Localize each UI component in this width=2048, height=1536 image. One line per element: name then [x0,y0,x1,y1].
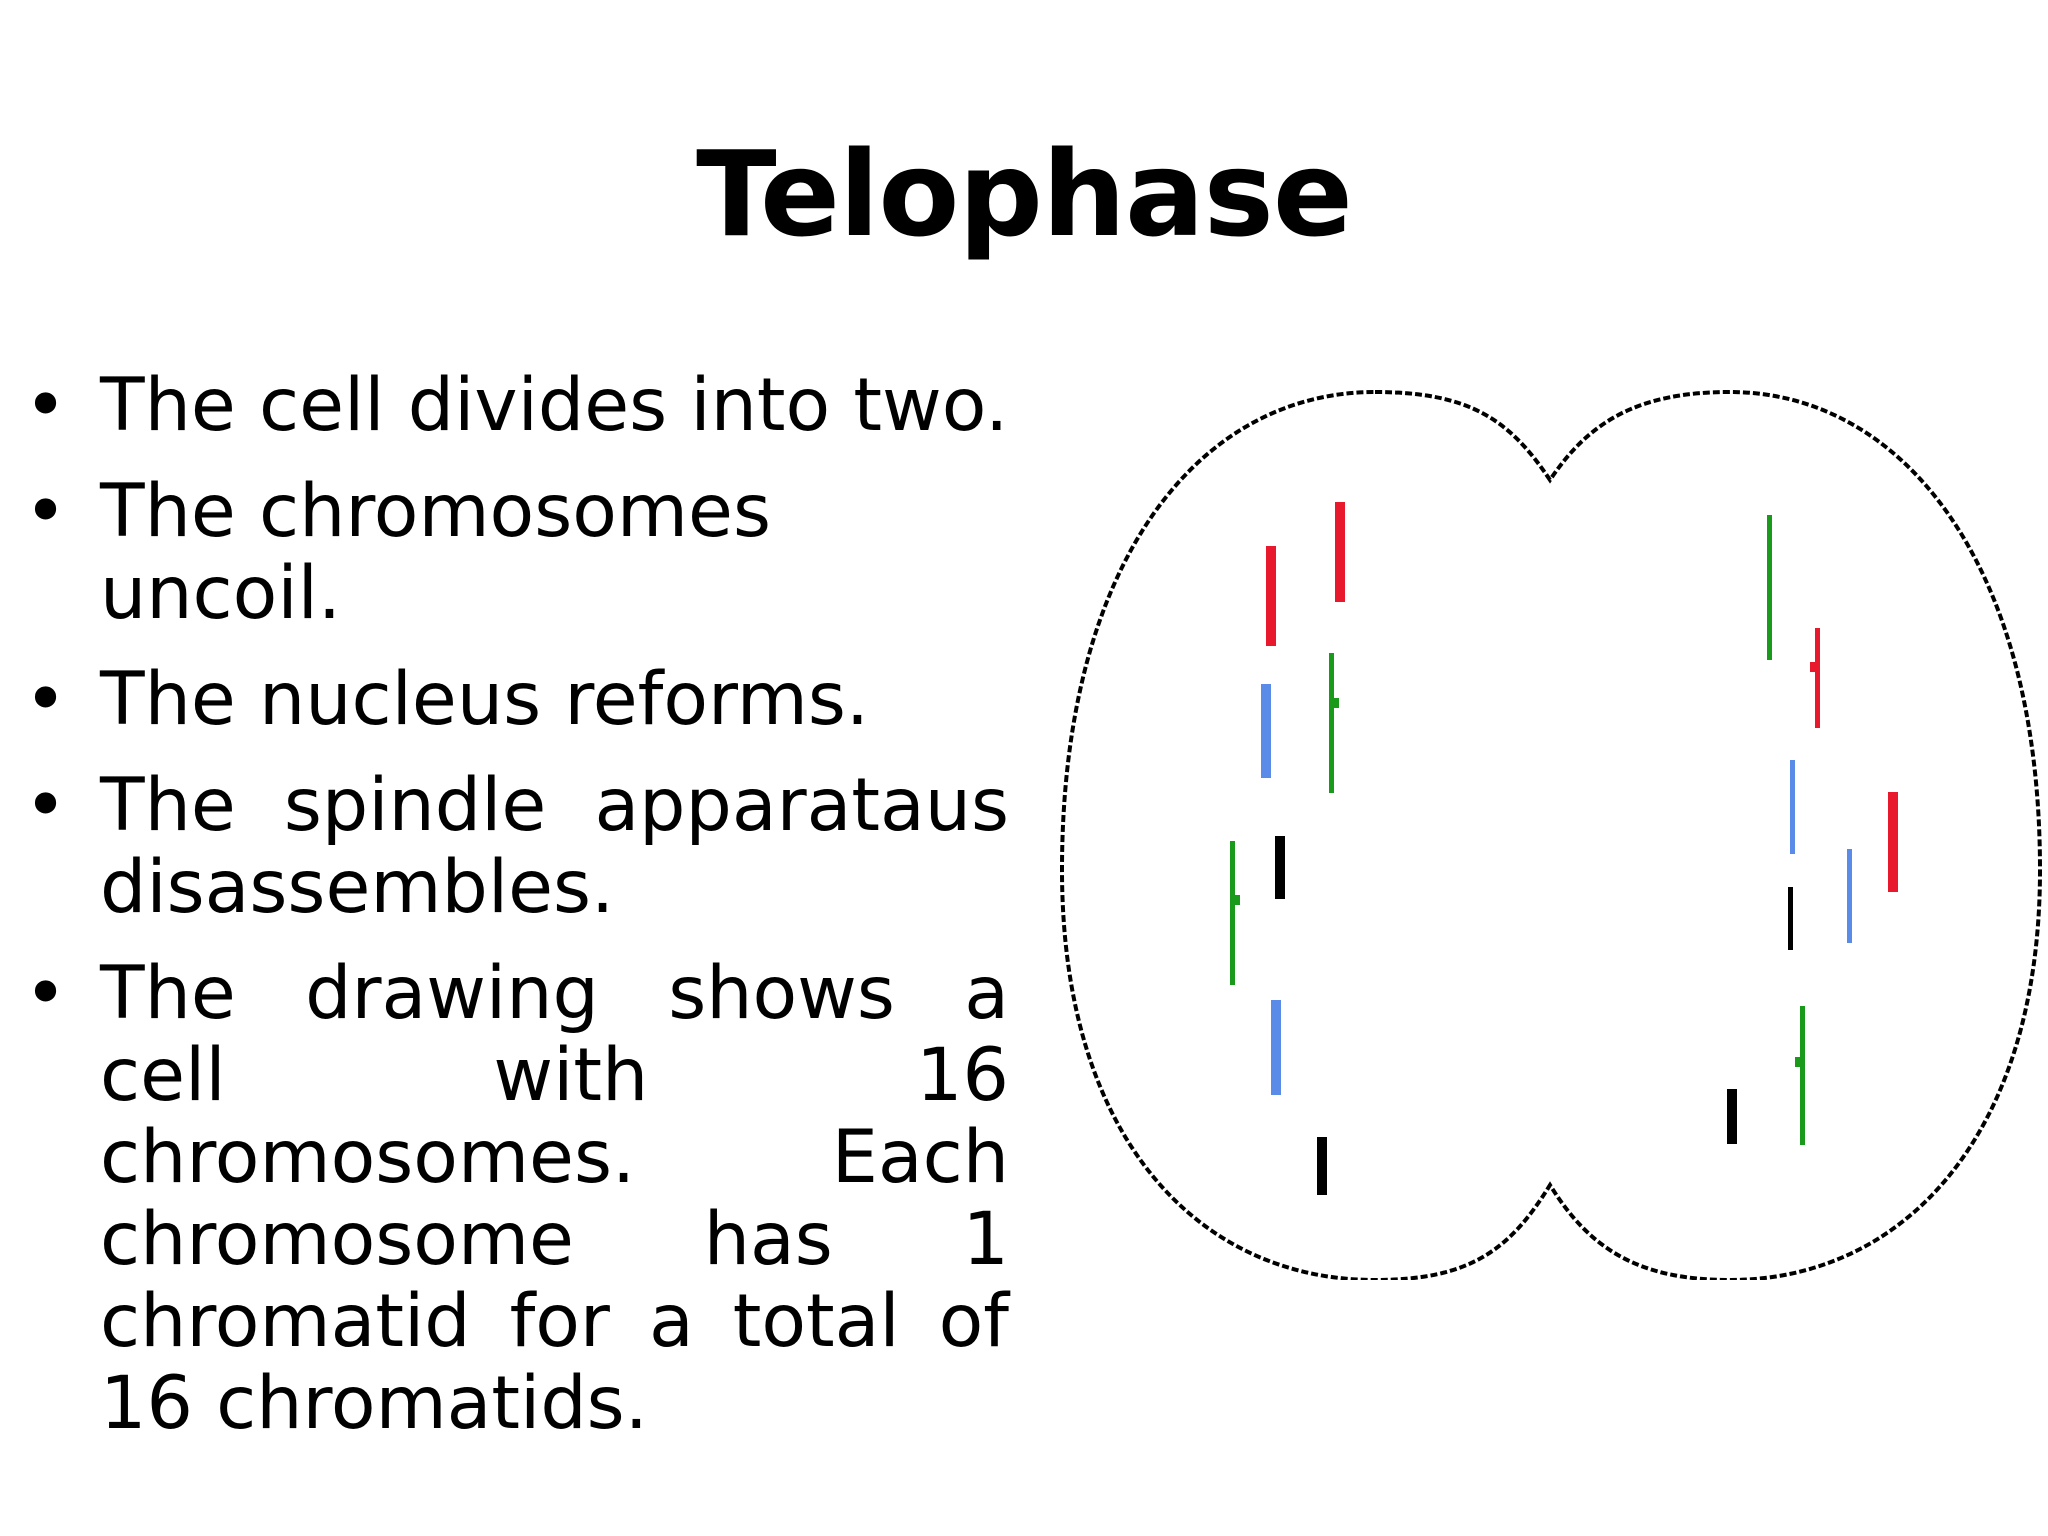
bullet-item: • The drawing shows a cell with 16 chrom… [24,953,1009,1445]
centromere-green [1334,698,1339,708]
chromosome-black [1275,836,1285,899]
cell-membrane-outline [1059,389,2043,1280]
dividing-cell-diagram [1059,389,2043,1280]
chromosome-blue [1790,760,1795,854]
chromosome-black [1317,1137,1327,1195]
bullet-item: • The chromosomes uncoil. [24,471,1009,635]
chromosome-red [1815,628,1820,728]
centromere-red [1810,662,1815,672]
centromere-green [1235,895,1240,905]
chromosome-black [1788,887,1793,950]
bullet-dot-icon: • [24,657,68,742]
slide-title: Telophase [696,125,1353,263]
chromosome-green [1767,515,1772,660]
chromosome-red [1335,502,1345,602]
bullet-dot-icon: • [24,951,68,1036]
chromosome-red [1266,546,1276,646]
bullet-list: • The cell divides into two. • The chrom… [24,365,1009,1469]
bullet-text: The drawing shows a cell with 16 chromos… [100,951,1009,1446]
bullet-item: • The cell divides into two. [24,365,1009,447]
chromosome-blue [1271,1000,1281,1095]
chromosome-green [1230,841,1235,985]
bullet-item: • The nucleus reforms. [24,659,1009,741]
bullet-text: The nucleus reforms. [100,657,870,742]
bullet-text: The cell divides into two. [100,363,1009,448]
bullet-text: The chromosomes uncoil. [100,469,771,636]
chromosome-red [1888,792,1898,892]
chromosome-green [1329,653,1334,793]
centromere-green [1795,1057,1800,1067]
bullet-dot-icon: • [24,469,68,554]
bullet-dot-icon: • [24,763,68,848]
chromosome-green [1800,1006,1805,1145]
bullet-item: • The spindle apparataus disassembles. [24,765,1009,929]
bullet-text: The spindle apparataus disassembles. [100,763,1009,930]
bullet-dot-icon: • [24,363,68,448]
chromosome-blue [1261,684,1271,778]
chromosome-blue [1847,849,1852,943]
chromosome-black [1727,1089,1737,1144]
